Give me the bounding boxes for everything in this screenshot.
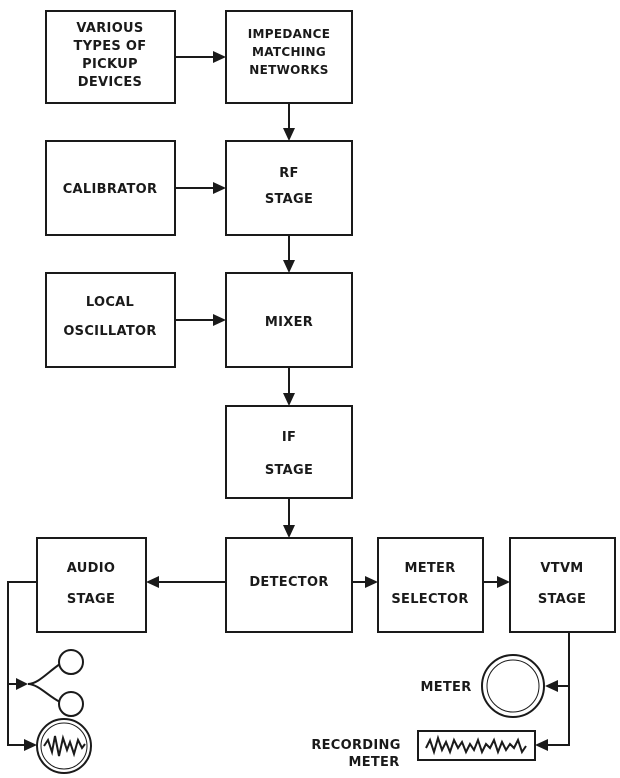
recording-meter-icon <box>417 730 536 761</box>
local-osc-line2: OSCILLATOR <box>63 324 156 339</box>
rf-line1: RF <box>279 166 299 181</box>
connector-oscillator-to-mixer <box>175 314 226 326</box>
pickup-line2: TYPES OF <box>74 39 147 54</box>
audio-stage-block: AUDIO STAGE <box>36 537 147 633</box>
meter-selector-block: METER SELECTOR <box>377 537 484 633</box>
mixer-label: MIXER <box>265 315 313 330</box>
audio-line2: STAGE <box>67 592 115 607</box>
connector-detector-to-audio <box>146 576 226 588</box>
headphones-icon <box>27 649 84 717</box>
pickup-line3: PICKUP <box>82 57 138 72</box>
connector-rf-to-mixer <box>283 235 295 273</box>
meter-selector-line2: SELECTOR <box>391 592 468 607</box>
impedance-line3: NETWORKS <box>249 63 328 77</box>
calibrator-block: CALIBRATOR <box>45 140 176 236</box>
impedance-matching-block: IMPEDANCE MATCHING NETWORKS <box>225 10 353 104</box>
audio-line1: AUDIO <box>67 561 115 576</box>
local-osc-line1: LOCAL <box>86 295 134 310</box>
connector-calibrator-to-rf <box>175 182 226 194</box>
pickup-line1: VARIOUS <box>76 21 143 36</box>
connector-audio-outputs <box>7 581 37 751</box>
calibrator-label: CALIBRATOR <box>63 182 158 197</box>
if-line2: STAGE <box>265 463 313 478</box>
connector-vtvm-outputs <box>535 632 570 751</box>
if-line1: IF <box>282 430 296 445</box>
meter-icon <box>481 654 545 718</box>
impedance-line2: MATCHING <box>252 45 326 59</box>
vtvm-line1: VTVM <box>540 561 583 576</box>
meter-selector-line1: METER <box>404 561 455 576</box>
connector-if-to-detector <box>283 498 295 538</box>
rf-stage-block: RF STAGE <box>225 140 353 236</box>
if-stage-block: IF STAGE <box>225 405 353 499</box>
connector-detector-to-meter-selector <box>352 576 378 588</box>
pickup-line4: DEVICES <box>78 75 142 90</box>
connector-mixer-to-if <box>283 367 295 406</box>
rf-line2: STAGE <box>265 192 313 207</box>
impedance-line1: IMPEDANCE <box>248 27 330 41</box>
oscilloscope-icon <box>36 718 92 774</box>
local-oscillator-block: LOCAL OSCILLATOR <box>45 272 176 368</box>
connector-pickup-to-impedance <box>175 51 226 63</box>
connector-impedance-to-rf <box>283 103 295 141</box>
pickup-devices-block: VARIOUS TYPES OF PICKUP DEVICES <box>45 10 176 104</box>
vtvm-stage-block: VTVM STAGE <box>509 537 616 633</box>
detector-label: DETECTOR <box>249 575 328 590</box>
detector-block: DETECTOR <box>225 537 353 633</box>
vtvm-line2: STAGE <box>538 592 586 607</box>
connector-selector-to-vtvm <box>483 576 510 588</box>
recording-meter-line2: METER <box>348 755 399 770</box>
recording-meter-line1: RECORDING <box>311 738 400 753</box>
meter-label: METER <box>420 680 471 695</box>
mixer-block: MIXER <box>225 272 353 368</box>
